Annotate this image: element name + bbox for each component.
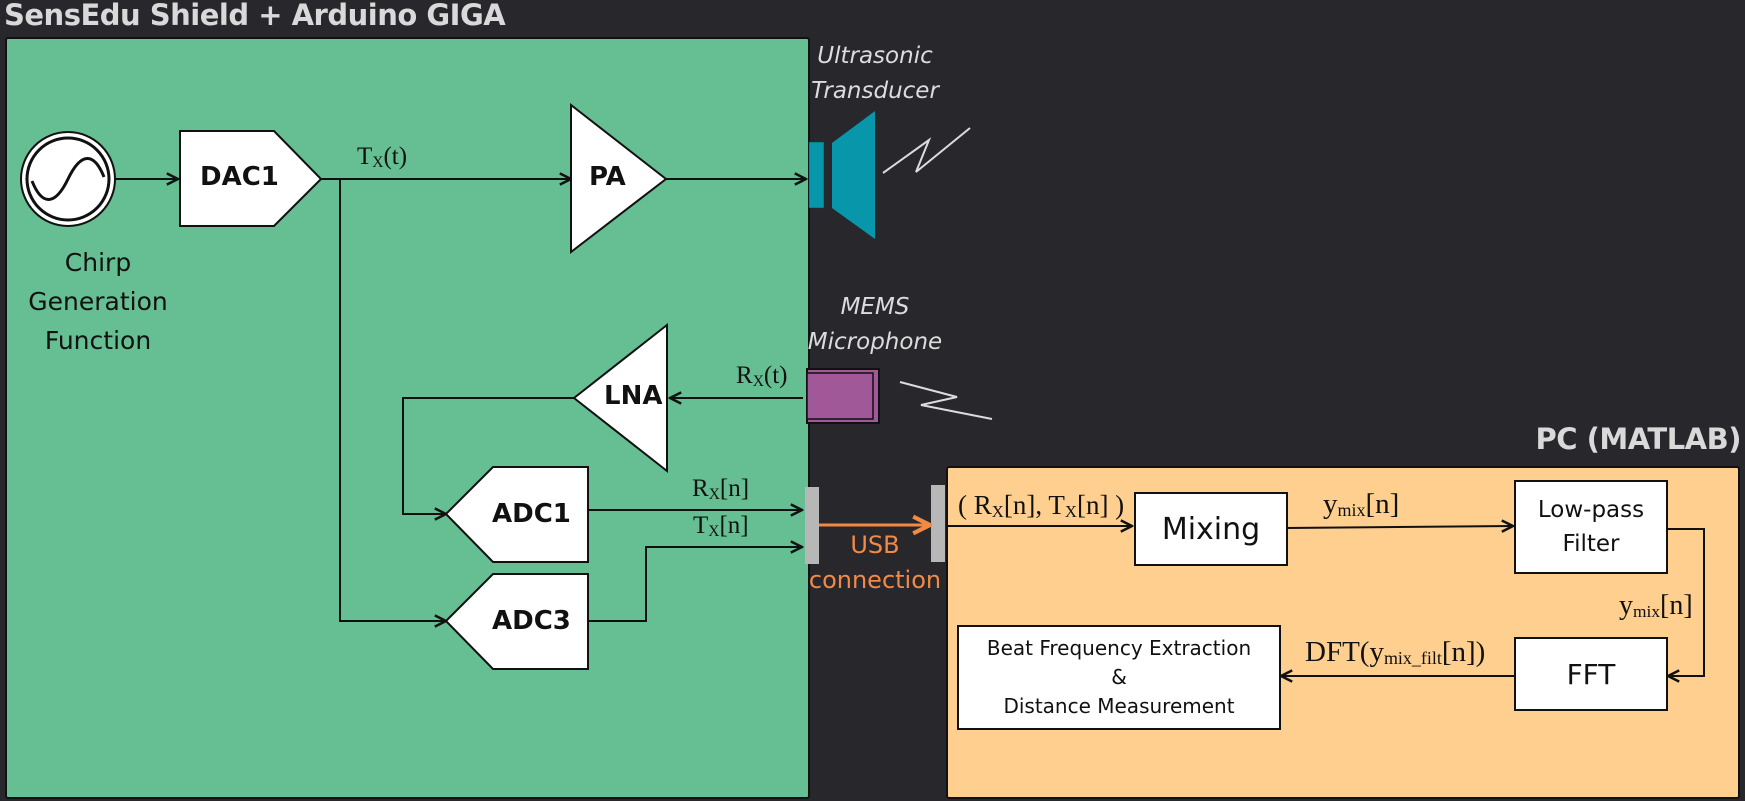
beat-frequency-block: Beat Frequency Extraction & Distance Mea… bbox=[957, 625, 1281, 730]
microphone-icon bbox=[806, 368, 993, 424]
usb-connector-right bbox=[931, 485, 945, 562]
fft-label: FFT bbox=[1566, 657, 1616, 691]
signal-pc-input: ( RX[n], TX[n] ) bbox=[958, 490, 1125, 521]
speaker-icon bbox=[808, 111, 971, 239]
signal-rx-n: RX[n] bbox=[692, 475, 750, 503]
signal-ymix-side: ymix[n] bbox=[1619, 590, 1693, 622]
adc1-block bbox=[444, 466, 589, 563]
arduino-panel bbox=[5, 37, 810, 799]
chirp-caption-line1: Chirp bbox=[64, 248, 132, 277]
arduino-section-title: SensEdu Shield + Arduino GIGA bbox=[4, 0, 506, 32]
usb-caption: USB connection bbox=[805, 528, 945, 598]
pa-block bbox=[570, 102, 668, 255]
chirp-caption: Chirp Generation Function bbox=[18, 243, 178, 360]
chirp-caption-line3: Function bbox=[44, 326, 152, 355]
lowpass-label-line2: Filter bbox=[1562, 531, 1620, 557]
wire-mixing-to-lpf bbox=[1285, 526, 1513, 528]
beat-label-line1: Beat Frequency Extraction bbox=[986, 636, 1252, 660]
microphone-caption-line2: Microphone bbox=[807, 329, 943, 355]
usb-caption-line1: USB bbox=[850, 531, 900, 559]
lna-block bbox=[572, 322, 668, 474]
wire-lna-to-adc1 bbox=[402, 397, 574, 514]
microphone-caption: MEMS Microphone bbox=[805, 290, 945, 360]
dac1-label: DAC1 bbox=[200, 162, 279, 192]
beat-label-line2: & bbox=[1111, 665, 1127, 689]
lna-label: LNA bbox=[604, 381, 663, 411]
signal-tx-t: TX(t) bbox=[357, 143, 408, 171]
wire-dac-to-adc3 bbox=[339, 179, 446, 621]
pc-section-title: PC (MATLAB) bbox=[1535, 422, 1741, 456]
signal-ymix-top: ymix[n] bbox=[1323, 488, 1400, 521]
lowpass-label-line1: Low-pass bbox=[1537, 497, 1645, 523]
wire-lpf-to-fft bbox=[1667, 528, 1705, 676]
usb-connector-left bbox=[805, 487, 819, 564]
mixing-block: Mixing bbox=[1134, 492, 1288, 566]
dac1-block bbox=[179, 130, 323, 227]
signal-tx-n: TX[n] bbox=[693, 512, 749, 540]
wire-adc3-to-usb bbox=[588, 547, 802, 622]
adc3-label: ADC3 bbox=[492, 606, 571, 636]
signal-dft: DFT(ymix_filt[n]) bbox=[1305, 636, 1486, 669]
signal-rx-t: RX(t) bbox=[736, 362, 788, 390]
transducer-caption-line1: Ultrasonic bbox=[817, 43, 933, 69]
beat-label-line3: Distance Measurement bbox=[1003, 694, 1235, 718]
microphone-caption-line1: MEMS bbox=[840, 294, 910, 320]
usb-caption-line2: connection bbox=[808, 566, 942, 594]
mixing-label: Mixing bbox=[1161, 511, 1261, 547]
pa-label: PA bbox=[589, 162, 626, 192]
chirp-caption-line2: Generation bbox=[28, 287, 168, 316]
sine-wave-source-icon bbox=[20, 131, 116, 227]
adc1-label: ADC1 bbox=[492, 499, 571, 529]
lowpass-filter-block: Low-pass Filter bbox=[1514, 480, 1668, 574]
transducer-caption-line2: Transducer bbox=[811, 78, 939, 104]
transducer-caption: Ultrasonic Transducer bbox=[805, 39, 945, 109]
fft-block: FFT bbox=[1514, 637, 1668, 711]
